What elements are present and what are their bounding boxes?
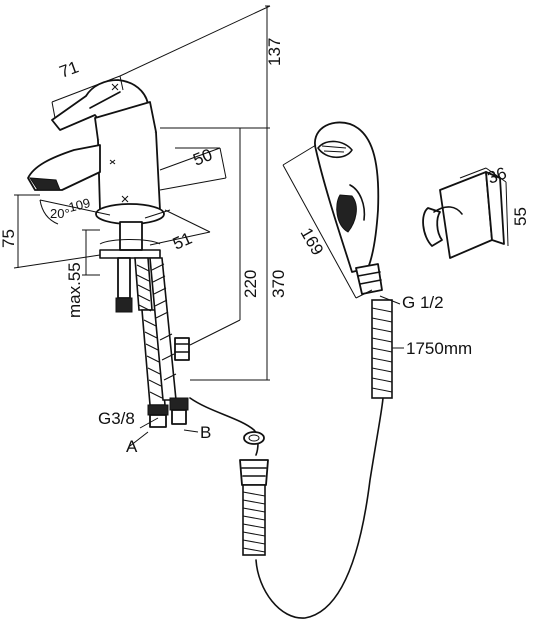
label-inlet-b: B — [200, 423, 211, 442]
dim-counter-thickness: max.55 — [65, 262, 84, 318]
t-connector — [239, 431, 269, 556]
shower-hose-braid — [371, 299, 393, 399]
label-outlet-thread: G 1/2 — [402, 293, 444, 312]
hand-shower — [314, 121, 393, 399]
inlet-hoses — [134, 257, 190, 428]
label-inlet-a: A — [126, 437, 138, 456]
dim-spout-length: 109 — [67, 195, 92, 215]
dim-spout-angle: 20° — [50, 206, 70, 221]
dim-head-length: 169 — [297, 225, 328, 259]
shower-hose-loop — [255, 397, 384, 619]
shower-hose — [189, 397, 259, 456]
dimension-labels: 71 137 50 51 75 20° 109 max.55 220 370 1… — [0, 38, 530, 456]
mounting-shank — [119, 221, 143, 251]
dim-spout-height: 75 — [0, 229, 18, 248]
dim-base-diameter: 51 — [170, 229, 195, 254]
dim-handle-width: 71 — [57, 57, 81, 81]
dimension-lines — [13, 5, 509, 447]
dim-holder-height: 55 — [511, 207, 530, 226]
dim-spout-reach: 50 — [190, 145, 215, 170]
shower-trigger — [336, 194, 357, 233]
mounting-bolt — [117, 257, 131, 299]
wall-holder — [422, 171, 505, 259]
label-hose-length: 1750mm — [406, 339, 472, 358]
dim-total-height: 137 — [265, 38, 284, 66]
dim-hose-height: 370 — [269, 270, 288, 298]
label-inlet-thread: G3/8 — [98, 409, 135, 428]
dim-under-height: 220 — [241, 270, 260, 298]
faucet — [27, 79, 165, 313]
